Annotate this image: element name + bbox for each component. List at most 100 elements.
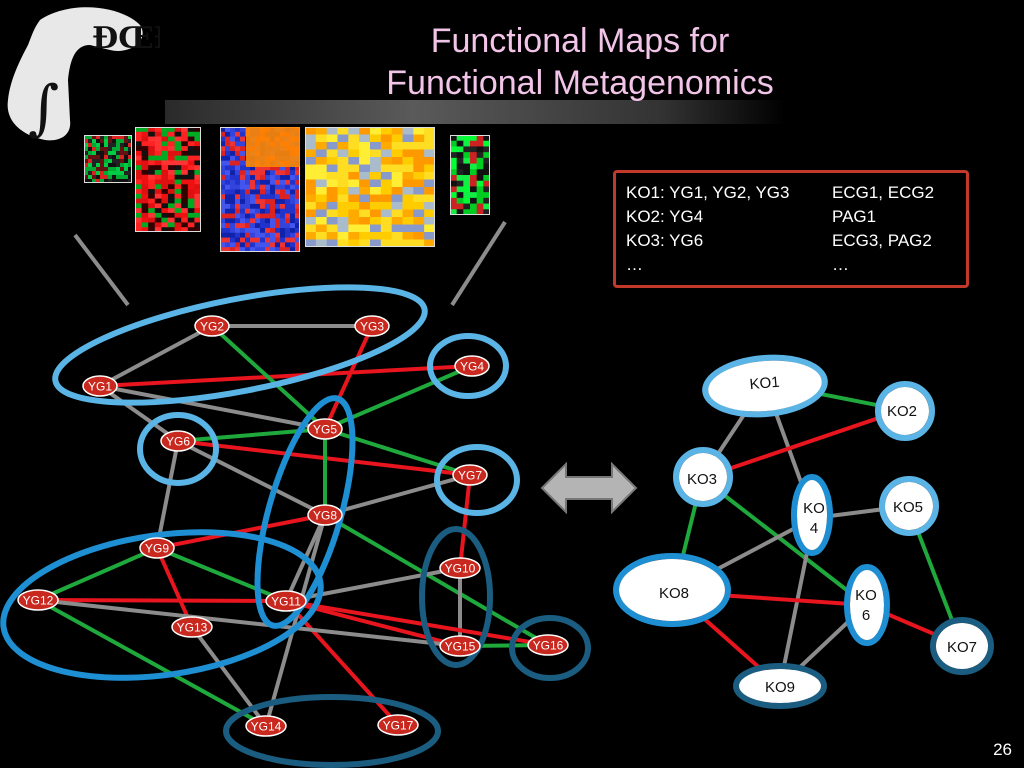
heatmap-thumbnail-1 xyxy=(84,135,132,183)
node-label: YG8 xyxy=(313,509,337,523)
edge-yg9-yg13 xyxy=(155,547,194,628)
node-ko9-label[interactable]: KO9 xyxy=(765,679,795,696)
node-label: YG16 xyxy=(533,639,564,653)
legend-left-3: KO3: YG6 xyxy=(626,231,704,250)
node-yg1[interactable]: YG1 xyxy=(82,375,118,397)
node-ko6-label[interactable]: KO xyxy=(855,587,877,604)
legend-left-2: KO2: YG4 xyxy=(626,207,704,226)
node-label: YG11 xyxy=(271,595,301,609)
ring-ko9 xyxy=(733,663,827,709)
ko-mapping-legend: KO1: YG1, YG2, YG3 KO2: YG4 KO3: YG6 … E… xyxy=(613,170,969,288)
node-yg3[interactable]: YG3 xyxy=(354,315,390,337)
ring-ko8 xyxy=(613,553,731,627)
edge-yg8-yg16 xyxy=(323,513,550,647)
edge-yg6-yg9 xyxy=(155,440,180,549)
node-yg17[interactable]: YG17 xyxy=(377,714,419,736)
edge-ko1-ko3 xyxy=(700,381,767,480)
node-label: YG1 xyxy=(88,380,112,394)
ring-yg9-yg12-yg13 xyxy=(0,529,324,681)
node-ko3-label[interactable]: KO3 xyxy=(687,471,717,488)
node-yg16[interactable]: YG16 xyxy=(527,634,569,656)
node-yg11[interactable]: YG11 xyxy=(265,590,307,612)
edge-yg3-yg5 xyxy=(323,325,374,430)
page-number: 26 xyxy=(993,740,1012,759)
edge-yg7-yg10 xyxy=(458,474,472,569)
node-label: YG17 xyxy=(383,719,414,733)
node-yg8[interactable]: YG8 xyxy=(307,504,343,526)
title-underbar xyxy=(165,100,785,124)
node-ko2-label[interactable]: KO2 xyxy=(887,403,917,420)
node-ko8-label[interactable]: KO8 xyxy=(659,585,689,602)
node-yg7[interactable]: YG7 xyxy=(452,464,488,486)
node-ko5-label[interactable]: KO5 xyxy=(893,499,923,516)
ring-ko7 xyxy=(930,617,994,675)
edge-ko6-ko7 xyxy=(865,603,963,648)
node-label: YG7 xyxy=(458,469,482,483)
node-label: YG13 xyxy=(177,621,208,635)
ko7-fill xyxy=(936,623,988,669)
edge-yg8-yg14 xyxy=(264,514,327,727)
ring-ko4 xyxy=(791,474,833,556)
heatmap-thumbnail-5 xyxy=(450,135,490,215)
ko1-fill xyxy=(708,360,822,412)
node-ko4-label[interactable]: KO xyxy=(803,500,825,517)
node-yg13[interactable]: YG13 xyxy=(171,616,213,638)
edge-ko8-ko6 xyxy=(673,590,867,607)
legend-right-3: ECG3, PAG2 xyxy=(832,231,932,250)
node-yg10[interactable]: YG10 xyxy=(439,557,481,579)
ring-yg16 xyxy=(509,615,591,681)
ko3-fill xyxy=(679,453,727,501)
node-ko6-label[interactable]: 6 xyxy=(862,607,870,624)
edge-ko8-ko9 xyxy=(672,590,782,688)
node-label: YG10 xyxy=(445,562,476,576)
ko5-fill xyxy=(885,482,933,530)
edge-yg12-yg9 xyxy=(37,546,158,602)
title-line-2: Functional Metagenomics xyxy=(386,64,774,102)
svg-text:∫: ∫ xyxy=(28,73,59,143)
node-ko1-label[interactable]: KO1 xyxy=(749,374,780,394)
node-yg5[interactable]: YG5 xyxy=(307,418,343,440)
edge-ko3-ko6 xyxy=(700,476,868,607)
double-arrow-icon xyxy=(540,461,638,515)
node-label: YG9 xyxy=(145,542,169,556)
node-label: YG4 xyxy=(460,360,484,374)
node-yg12[interactable]: YG12 xyxy=(17,589,59,611)
edge-yg8-yg7 xyxy=(324,473,471,517)
edge-ko2-ko3 xyxy=(701,408,903,480)
ring-yg1-yg2-yg3 xyxy=(52,284,428,406)
ring-yg6 xyxy=(137,412,219,486)
heatmap-thumbnail-4 xyxy=(305,127,435,247)
svg-text:ÐŒÐ: ÐŒÐ xyxy=(92,21,160,56)
edge-ko6-ko9 xyxy=(778,603,868,688)
ring-yg4 xyxy=(427,333,509,399)
node-yg14[interactable]: YG14 xyxy=(245,715,287,737)
connector-line-left xyxy=(73,233,130,307)
ring-yg10-yg15 xyxy=(419,526,493,668)
title-line-1: Functional Maps for xyxy=(430,22,730,60)
node-label: YG14 xyxy=(251,720,282,734)
node-ko7-label[interactable]: KO7 xyxy=(947,639,977,656)
integral-logo-icon: ÐŒÐ ∫ xyxy=(7,7,160,143)
edge-yg9-yg8 xyxy=(156,513,326,550)
connector-line-right xyxy=(450,220,507,307)
edge-ko4-ko5 xyxy=(813,504,909,520)
edge-yg2-yg5 xyxy=(210,324,327,431)
node-yg6[interactable]: YG6 xyxy=(160,430,196,452)
node-yg4[interactable]: YG4 xyxy=(454,355,490,377)
node-label: YG12 xyxy=(23,594,54,608)
node-yg15[interactable]: YG15 xyxy=(439,635,481,657)
ring-yg5-yg8-yg11 xyxy=(254,395,356,629)
ring-ko3 xyxy=(673,447,733,507)
ring-yg7 xyxy=(434,444,520,516)
ko4-fill xyxy=(797,480,827,550)
edge-yg15-yg16 xyxy=(459,643,549,648)
ring-ko6 xyxy=(844,564,890,646)
node-ko4-label[interactable]: 4 xyxy=(810,520,818,537)
node-yg2[interactable]: YG2 xyxy=(194,315,230,337)
node-yg9[interactable]: YG9 xyxy=(139,537,175,559)
edge-yg6-yg8 xyxy=(177,439,326,517)
edge-yg5-yg7 xyxy=(324,427,471,477)
ko6-fill xyxy=(850,570,884,640)
edge-yg1-yg4 xyxy=(99,364,473,388)
